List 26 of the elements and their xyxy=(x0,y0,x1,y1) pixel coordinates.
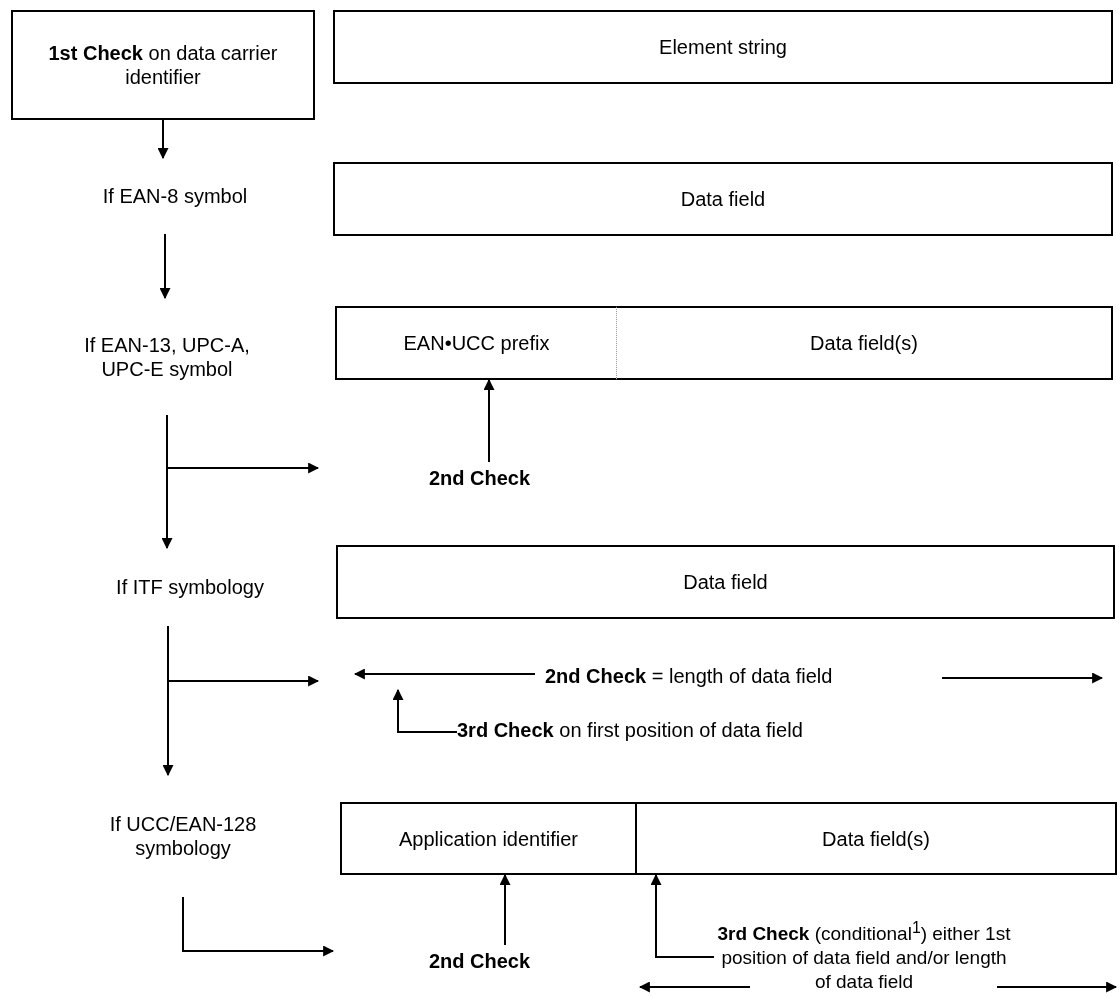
check-label: 2nd Check xyxy=(412,945,547,977)
condition-text: If EAN-8 symbol xyxy=(60,158,290,234)
arrow xyxy=(157,119,169,160)
arrow xyxy=(159,233,171,300)
arrow xyxy=(161,414,173,550)
arrow xyxy=(499,873,511,946)
condition-text: If ITF symbology xyxy=(50,548,330,626)
field-box: EAN•UCC prefix xyxy=(335,306,617,380)
arrow xyxy=(162,625,174,777)
check-label: 3rd Check (conditional$^{1}$) either 1st position of data field and/or length of data field xyxy=(714,918,1014,997)
field-box: Element string xyxy=(333,10,1113,84)
check-label: 2nd Check xyxy=(412,462,547,494)
condition-text: If UCC/EAN-128 symbology xyxy=(78,775,288,897)
condition-text: If EAN-13, UPC-A, UPC-E symbol xyxy=(62,298,272,415)
check-label: 2nd Check = length of data field xyxy=(545,664,833,688)
arrow xyxy=(483,378,495,463)
arrow xyxy=(392,688,458,733)
arrow xyxy=(650,873,715,958)
field-box: Data field xyxy=(336,545,1115,619)
field-box: Application identifier xyxy=(340,802,637,875)
field-box: Data field xyxy=(333,162,1113,236)
field-box: Data field(s) xyxy=(637,802,1117,875)
arrow xyxy=(182,896,335,957)
process-box: 1st Check on data carrier identifier xyxy=(11,10,315,120)
field-box: Data field(s) xyxy=(617,306,1113,380)
check-label: 3rd Check on first position of data field xyxy=(457,714,937,746)
